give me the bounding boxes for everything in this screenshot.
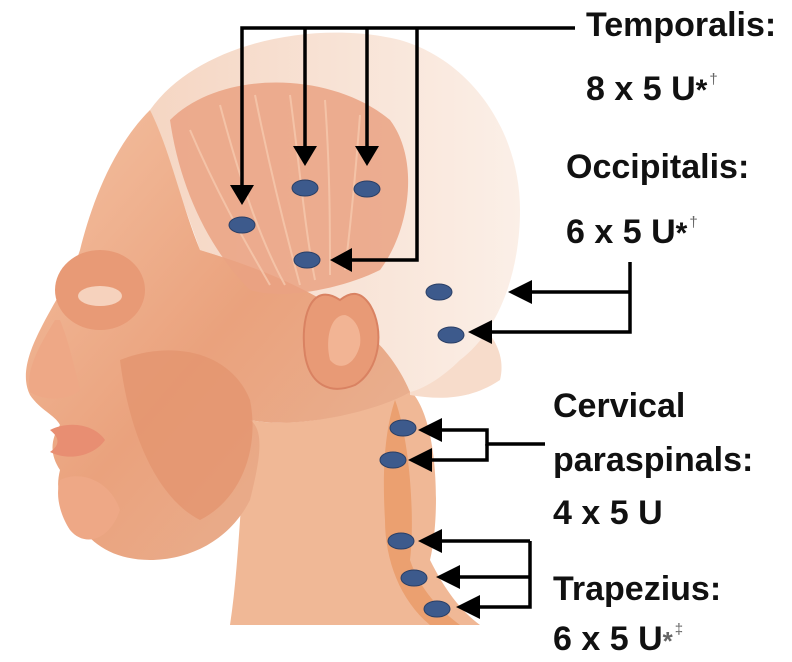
temporalis-dose-value: 8 x 5 U	[586, 70, 696, 108]
occipitalis-dose: 6 x 5 U*†	[566, 215, 698, 249]
cervical-label-line1: Cervical	[553, 389, 685, 423]
occipitalis-asterisk: *	[676, 217, 688, 250]
trapezius-dose: 6 x 5 U*‡	[553, 622, 683, 656]
injection-site-temporalis-1	[229, 217, 255, 233]
injection-site-trapezius-3	[424, 601, 450, 617]
injection-site-trapezius-1	[388, 533, 414, 549]
cervical-dose: 4 x 5 U	[553, 496, 663, 530]
injection-site-temporalis-3	[354, 181, 380, 197]
trapezius-footnote-mark: ‡	[675, 621, 683, 638]
neck	[230, 390, 480, 625]
trapezius-asterisk: *	[663, 626, 673, 656]
trapezius-dose-value: 6 x 5 U	[553, 620, 663, 658]
cervical-label-line2: paraspinals:	[553, 443, 753, 477]
trapezius-label: Trapezius:	[553, 572, 721, 606]
injection-site-cervical-2	[380, 452, 406, 468]
temporalis-label: Temporalis:	[586, 8, 776, 42]
injection-site-occipitalis-2	[438, 327, 464, 343]
injection-site-temporalis-2	[292, 180, 318, 196]
eye	[78, 286, 122, 306]
cervical-arrows	[430, 430, 545, 460]
occipitalis-label: Occipitalis:	[566, 150, 749, 184]
temporalis-asterisk: *	[696, 74, 708, 107]
temporalis-footnote-mark: †	[709, 71, 717, 88]
occipitalis-dose-value: 6 x 5 U	[566, 213, 676, 251]
injection-site-cervical-1	[390, 420, 416, 436]
injection-site-temporalis-4	[294, 252, 320, 268]
injection-site-trapezius-2	[401, 570, 427, 586]
injection-site-occipitalis-1	[426, 284, 452, 300]
temporalis-dose: 8 x 5 U*†	[586, 72, 718, 106]
occipitalis-footnote-mark: †	[689, 214, 697, 231]
